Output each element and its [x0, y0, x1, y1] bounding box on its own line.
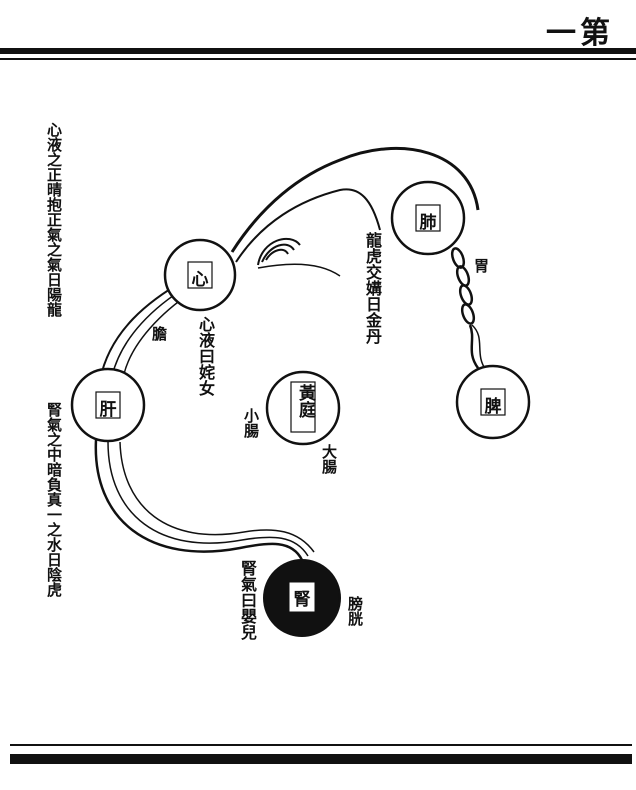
gallbladder-label: 膽 — [150, 326, 168, 341]
swirl-tail — [257, 263, 341, 277]
large-intestine-label: 大腸 — [320, 444, 338, 474]
small-intestine-label: 小腸 — [242, 408, 260, 438]
liver-circle — [70, 367, 146, 443]
kidney-label: 腎 — [293, 590, 311, 610]
yellow-court-label: 黃庭 — [295, 384, 315, 418]
left-bottom-caption: 腎氣之中暗負真一之水日陰虎 — [45, 402, 63, 597]
spleen-label: 脾 — [484, 397, 502, 417]
heart-caption: 心液曰姹女 — [196, 316, 215, 396]
dragon-tiger-caption: 龍虎交媾日金丹 — [363, 232, 382, 344]
heart-lung-arc-inner — [235, 188, 381, 263]
heart-circle — [163, 238, 237, 312]
heart-label: 心 — [191, 270, 209, 290]
liver-kidney-channel-2 — [107, 441, 309, 557]
top-border-rule — [0, 48, 636, 62]
lung-label: 肺 — [419, 213, 437, 233]
lung-circle — [390, 180, 466, 256]
bladder-label: 膀胱 — [346, 596, 364, 626]
left-top-caption: 心液之正晴抱正氣之氣日陽龍 — [45, 122, 63, 317]
spleen-circle — [455, 364, 531, 440]
dragon-tiger-swirl — [257, 237, 301, 266]
liver-kidney-channel — [94, 439, 304, 561]
bottom-border-rule — [10, 744, 632, 768]
stomach-label: 胃 — [472, 258, 490, 273]
yellow-court-circle — [265, 370, 341, 446]
heart-lung-arc — [230, 147, 480, 253]
page-number: 一第 — [546, 16, 614, 51]
liver-label: 肝 — [99, 400, 117, 420]
kidney-caption: 腎氣曰嬰兒 — [238, 560, 257, 640]
liver-kidney-channel-3 — [119, 441, 315, 553]
